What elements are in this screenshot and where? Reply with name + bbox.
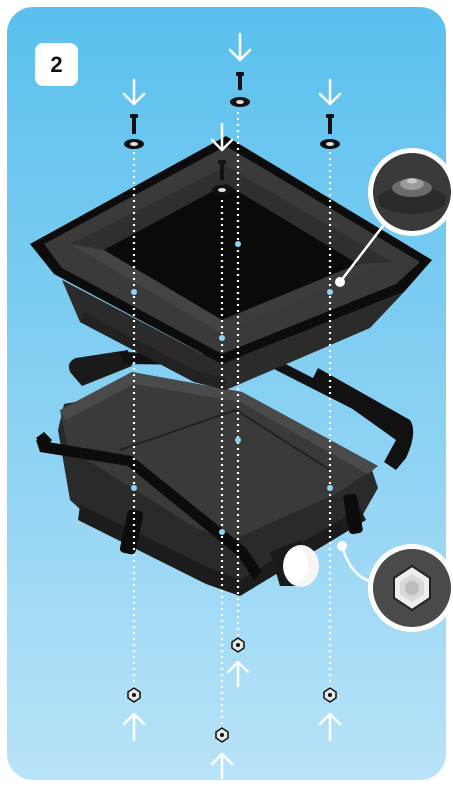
upper-tray bbox=[30, 136, 432, 390]
hex-nut-detail-icon bbox=[337, 541, 453, 632]
hex-nut-icon bbox=[128, 688, 140, 702]
screw-icon bbox=[230, 72, 250, 107]
hex-nut-icon bbox=[232, 638, 244, 652]
screw-icon bbox=[320, 114, 340, 149]
up-arrow-icon bbox=[124, 662, 340, 778]
hex-nut-icon bbox=[216, 728, 228, 742]
down-arrow-icon bbox=[124, 34, 340, 150]
screw-icon bbox=[124, 114, 144, 149]
hex-nut-icon bbox=[324, 688, 336, 702]
